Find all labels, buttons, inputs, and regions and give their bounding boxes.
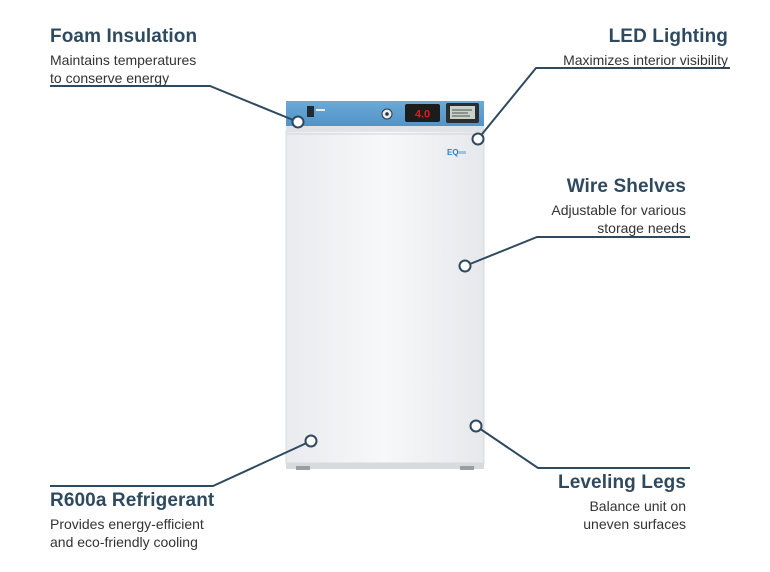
callout-description: Provides energy-efficient and eco-friend… <box>50 515 214 551</box>
description-line: Maintains temperatures <box>50 52 197 68</box>
description-line: uneven surfaces <box>583 516 686 532</box>
legs-leader-line <box>475 425 690 469</box>
fridge-base <box>286 462 484 469</box>
callout-title: Leveling Legs <box>557 472 686 493</box>
thermostat-display <box>405 104 440 122</box>
power-switch <box>307 106 314 117</box>
led-marker <box>471 132 485 146</box>
callout-foam-insulation: Foam Insulation Maintains temperatures t… <box>50 26 197 87</box>
callout-title: Foam Insulation <box>50 26 198 47</box>
thermostat-reading: 4.0 <box>415 109 430 121</box>
callout-leveling-legs: Leveling Legs Balance unit on uneven sur… <box>558 472 686 533</box>
switch-label <box>316 109 325 111</box>
callout-title: R600a Refrigerant <box>50 490 215 511</box>
leveling-leg-right <box>460 466 474 470</box>
fridge-door <box>285 130 485 464</box>
legs-marker <box>469 419 483 433</box>
brand-logo: EQ <box>447 148 459 157</box>
leader-lines <box>50 67 730 487</box>
description-line: Balance unit on <box>589 498 686 514</box>
leveling-leg-left <box>296 466 310 470</box>
callout-description: Maintains temperatures to conserve energ… <box>50 51 197 87</box>
brand-logo-tag <box>458 151 466 154</box>
description-line: and eco-friendly cooling <box>50 534 198 550</box>
control-panel-trim <box>286 126 484 131</box>
lock-keyhole <box>385 112 389 116</box>
shelves-leader-line <box>464 236 690 267</box>
refrigerant-leader-line <box>50 440 312 487</box>
refrigerator: 4.0 EQ <box>285 101 485 470</box>
callout-title: Wire Shelves <box>566 176 686 197</box>
callout-description: Balance unit on uneven surfaces <box>558 497 686 533</box>
description-line: to conserve energy <box>50 70 170 86</box>
callout-title: LED Lighting <box>608 26 728 47</box>
foam-leader-line <box>50 85 299 123</box>
callout-description: Adjustable for various storage needs <box>551 201 686 237</box>
description-line: Provides energy-efficient <box>50 516 204 532</box>
led-leader-line <box>477 67 730 140</box>
callout-wire-shelves: Wire Shelves Adjustable for various stor… <box>551 176 686 237</box>
callout-led-lighting: LED Lighting Maximizes interior visibili… <box>563 26 728 69</box>
shelves-marker <box>458 259 472 273</box>
description-line: Adjustable for various <box>551 202 686 218</box>
foam-marker <box>291 115 305 129</box>
description-line: Maximizes interior visibility <box>563 52 728 68</box>
description-line: storage needs <box>597 220 686 236</box>
callout-description: Maximizes interior visibility <box>563 51 728 69</box>
callout-markers <box>291 115 485 448</box>
refrigerant-marker <box>304 434 318 448</box>
callout-r600a-refrigerant: R600a Refrigerant Provides energy-effici… <box>50 490 214 551</box>
